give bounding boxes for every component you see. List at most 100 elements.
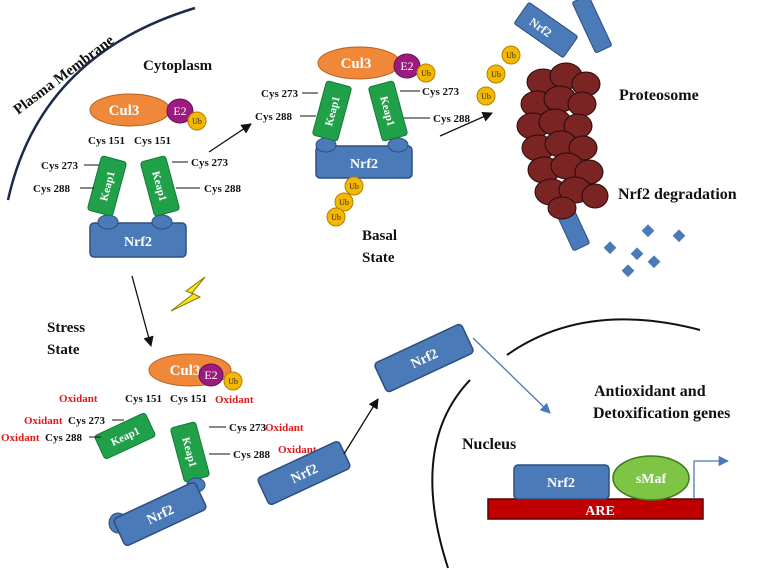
keap1-dimer-foot-left: [97, 214, 119, 230]
keap1-box-left: [94, 412, 156, 460]
ub-chain-circle: [334, 192, 354, 212]
ub-circle: [187, 111, 207, 131]
ub-free-circle: [486, 64, 506, 84]
e2-label: E2: [173, 104, 186, 118]
e2-label: E2: [204, 368, 217, 382]
arrow-into-nucleus: [472, 337, 551, 414]
cys151-label-right: Cys 151: [134, 135, 171, 147]
cys273-label-left: Cys 273: [68, 415, 105, 427]
cys288-label-left: Cys 288: [45, 432, 82, 444]
arrow-to-free-nrf2: [343, 398, 379, 455]
nrf2-box: [315, 145, 413, 179]
cys273-label-left: Cys 273: [41, 160, 78, 172]
cul3-label: Cul3: [170, 363, 201, 379]
nuclear-membrane-outer: [431, 379, 471, 569]
oxidant-label-151-left: Oxidant: [59, 393, 98, 405]
cys273-label-right: Cys 273: [422, 86, 459, 98]
keap1-box-right: [368, 80, 408, 142]
keap1-box-left: [87, 155, 127, 217]
proteasome: Nrf2 Ub Ub Ub: [476, 0, 612, 251]
cys288-label-right: Cys 288: [233, 449, 270, 461]
ub-free-circle: [501, 45, 521, 65]
ub-chain-circle: [326, 207, 346, 227]
proteosome-label: Proteosome: [619, 87, 699, 104]
free-nrf2-1: Nrf2: [257, 440, 351, 506]
proteasome-body: [516, 62, 609, 220]
cys288-label-right: Cys 288: [433, 113, 470, 125]
cys273-label-right: Cys 273: [229, 422, 266, 434]
ub-free-label: Ub: [506, 51, 516, 60]
plasma-membrane-arc: [6, 6, 196, 201]
cys288-label-left: Cys 288: [33, 183, 70, 195]
smaf-ellipse: [612, 455, 690, 501]
ub-label: Ub: [192, 117, 202, 126]
cytoplasm-label: Cytoplasm: [143, 58, 213, 74]
arrow-to-proteasome: [439, 112, 493, 137]
nrf2-degradation-label: Nrf2 degradation: [618, 186, 737, 203]
keap1-box-left: [312, 80, 352, 142]
ub-free-label: Ub: [481, 92, 491, 101]
basal-state-label-line1: Basal: [362, 228, 397, 244]
nrf2-entering-box: [514, 2, 578, 58]
nuclear-membrane-inner: [506, 318, 701, 356]
oxidant-label-288-right: Oxidant: [278, 444, 317, 456]
ub-free-circle: [476, 86, 496, 106]
cul3-label: Cul3: [341, 56, 372, 72]
keap1-box-right: [140, 155, 180, 217]
antioxidant-genes-label-line2: Detoxification genes: [593, 405, 730, 422]
cys151-label-left: Cys 151: [125, 393, 162, 405]
cys273-label-left: Cys 273: [261, 88, 298, 100]
nrf2-box: [89, 222, 187, 258]
nrf2-bound-label: Nrf2: [547, 476, 575, 491]
nrf2-fragments: [603, 224, 686, 278]
keap1-nrf2-complex-cytoplasm: Nrf2 Keap1 Keap1 Cul3 E2 Ub Cys 151 Cys …: [33, 93, 241, 258]
are-label: ARE: [585, 504, 615, 519]
cys288-label-left: Cys 288: [255, 111, 292, 123]
proteasome-cap-top: [572, 0, 612, 54]
oxidant-label-273-right: Oxidant: [265, 422, 304, 434]
e2-ellipse: [198, 363, 224, 387]
ub-label: Ub: [421, 69, 431, 78]
keap1-nrf2-complex-stress: Cul3 E2 Ub Keap1 Keap1 Nrf2 Oxidant Cys …: [1, 353, 317, 547]
ub-circle: [223, 371, 243, 391]
nrf2-label: Nrf2: [124, 235, 152, 250]
ub-label: Ub: [228, 377, 238, 386]
oxidant-label-273-left: Oxidant: [24, 415, 63, 427]
cys288-label-right: Cys 288: [204, 183, 241, 195]
lightning-icon: [170, 276, 206, 312]
ub-chain-label: Ub: [331, 213, 341, 222]
e2-ellipse: [166, 98, 194, 124]
free-nrf2-2: Nrf2: [374, 323, 474, 393]
cys273-label-right: Cys 273: [191, 157, 228, 169]
arrow-to-basal: [208, 123, 252, 153]
cys151-label-right: Cys 151: [170, 393, 207, 405]
cul3-label: Cul3: [109, 103, 140, 119]
e2-label: E2: [400, 59, 413, 73]
oxidant-label-151-right: Oxidant: [215, 394, 254, 406]
oxidant-label-288-left: Oxidant: [1, 432, 40, 444]
nrf2-box: [374, 323, 474, 393]
arrow-to-stress: [131, 275, 154, 348]
nucleus-label: Nucleus: [462, 436, 516, 453]
nrf2-label: Nrf2: [350, 157, 378, 172]
ub-chain-label: Ub: [349, 182, 359, 191]
nrf2-box: [257, 440, 351, 506]
keap1-dimer-foot-right: [387, 137, 409, 153]
antioxidant-genes-label-line1: Antioxidant and: [594, 383, 706, 400]
smaf-label: sMaf: [636, 472, 667, 487]
ub-chain-label: Ub: [339, 198, 349, 207]
ub-free-label: Ub: [491, 70, 501, 79]
ub-circle: [416, 63, 436, 83]
nrf2-bound-box: [513, 464, 610, 500]
basal-state-label-line2: State: [362, 250, 395, 266]
nrf2-box: [113, 481, 207, 547]
stress-state-label-line2: State: [47, 342, 80, 358]
stress-state-label-line1: Stress: [47, 320, 85, 336]
keap1-nrf2-complex-basal: Nrf2 Keap1 Keap1 Cul3 E2 Ub Cys 273 Cys …: [255, 46, 470, 227]
transcription-arrow-icon: [693, 455, 730, 499]
ub-chain-circle: [344, 176, 364, 196]
cys151-label-left: Cys 151: [88, 135, 125, 147]
keap1-dimer-foot-right: [151, 214, 173, 230]
